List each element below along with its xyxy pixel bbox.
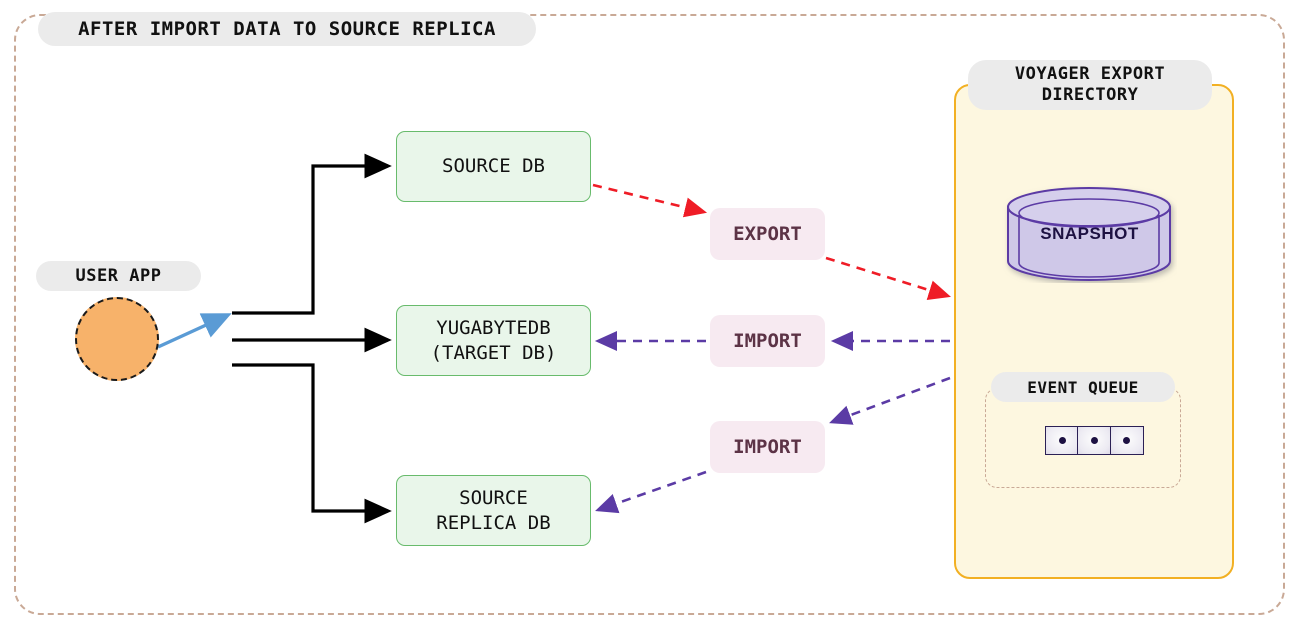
event-queue-cell xyxy=(1077,426,1112,455)
edge-label-import-target: IMPORT xyxy=(710,315,825,367)
group-label-user-app: USER APP xyxy=(36,261,201,291)
event-dot-icon xyxy=(1058,437,1066,444)
event-queue-cells xyxy=(1045,426,1144,455)
node-source-db[interactable]: SOURCE DB xyxy=(396,131,591,202)
voyager-export-directory-panel xyxy=(954,84,1234,579)
node-source-replica-db[interactable]: SOURCE REPLICA DB xyxy=(396,475,591,546)
node-yugabytedb-target[interactable]: YUGABYTEDB (TARGET DB) xyxy=(396,305,591,376)
event-queue-cell xyxy=(1109,426,1144,455)
edge-label-import-replica: IMPORT xyxy=(710,421,825,473)
snapshot-cylinder: SNAPSHOT xyxy=(1002,185,1177,283)
event-dot-icon xyxy=(1123,437,1131,444)
edge-label-export: EXPORT xyxy=(710,208,825,260)
event-queue-cell xyxy=(1045,426,1079,455)
diagram-title: AFTER IMPORT DATA TO SOURCE REPLICA xyxy=(38,12,536,46)
outer-boundary xyxy=(14,14,1285,615)
snapshot-label: SNAPSHOT xyxy=(1040,224,1139,243)
group-label-voyager-export-directory: VOYAGER EXPORT DIRECTORY xyxy=(968,60,1212,110)
user-app-circle xyxy=(75,297,159,381)
group-label-event-queue: EVENT QUEUE xyxy=(991,372,1175,402)
event-dot-icon xyxy=(1090,437,1098,444)
